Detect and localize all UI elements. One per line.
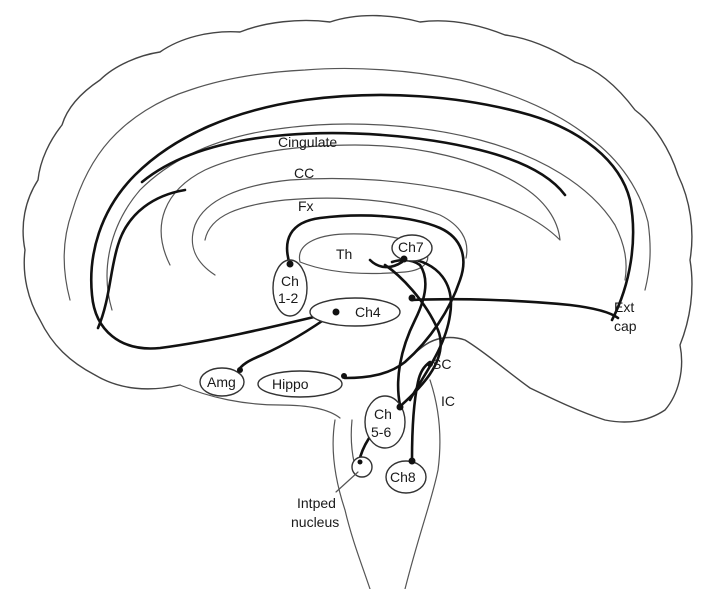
label-cingulate: Cingulate xyxy=(278,134,337,150)
dot-ch7 xyxy=(401,256,408,263)
dot-ch12 xyxy=(287,261,294,268)
dot-intped xyxy=(358,460,363,465)
label-ch56-line1: Ch xyxy=(374,406,392,422)
label-th: Th xyxy=(336,246,352,262)
dot-ch4 xyxy=(333,309,340,316)
corpus-callosum-outline xyxy=(161,145,560,275)
intped-pointer xyxy=(336,472,358,492)
cingulate-projection xyxy=(142,133,565,195)
dot-ch56 xyxy=(397,404,404,411)
label-cap: cap xyxy=(614,318,637,334)
label-intped-line1: Intped xyxy=(297,495,336,511)
label-ch7: Ch7 xyxy=(398,239,424,255)
gyral-ridge-outer xyxy=(64,68,650,300)
cingulate-gyrus-outline xyxy=(107,124,626,310)
label-fx: Fx xyxy=(298,198,314,214)
label-ch12-line1: Ch xyxy=(281,273,299,289)
label-hippo: Hippo xyxy=(272,376,309,392)
label-ch56-line2: 5-6 xyxy=(371,424,391,440)
dot-ch8 xyxy=(409,458,416,465)
label-sc: SC xyxy=(432,356,451,372)
label-ic: IC xyxy=(441,393,455,409)
label-ch8: Ch8 xyxy=(390,469,416,485)
label-ch12-line2: 1-2 xyxy=(278,290,298,306)
cortex-outline xyxy=(23,16,692,422)
label-cc: CC xyxy=(294,165,314,181)
label-ch4: Ch4 xyxy=(355,304,381,320)
label-intped-line2: nucleus xyxy=(291,514,339,530)
label-ext: Ext xyxy=(614,299,634,315)
dot-amg xyxy=(237,367,243,373)
dot-hippo xyxy=(341,373,347,379)
dot-ext xyxy=(409,295,416,302)
label-amg: Amg xyxy=(207,374,236,390)
